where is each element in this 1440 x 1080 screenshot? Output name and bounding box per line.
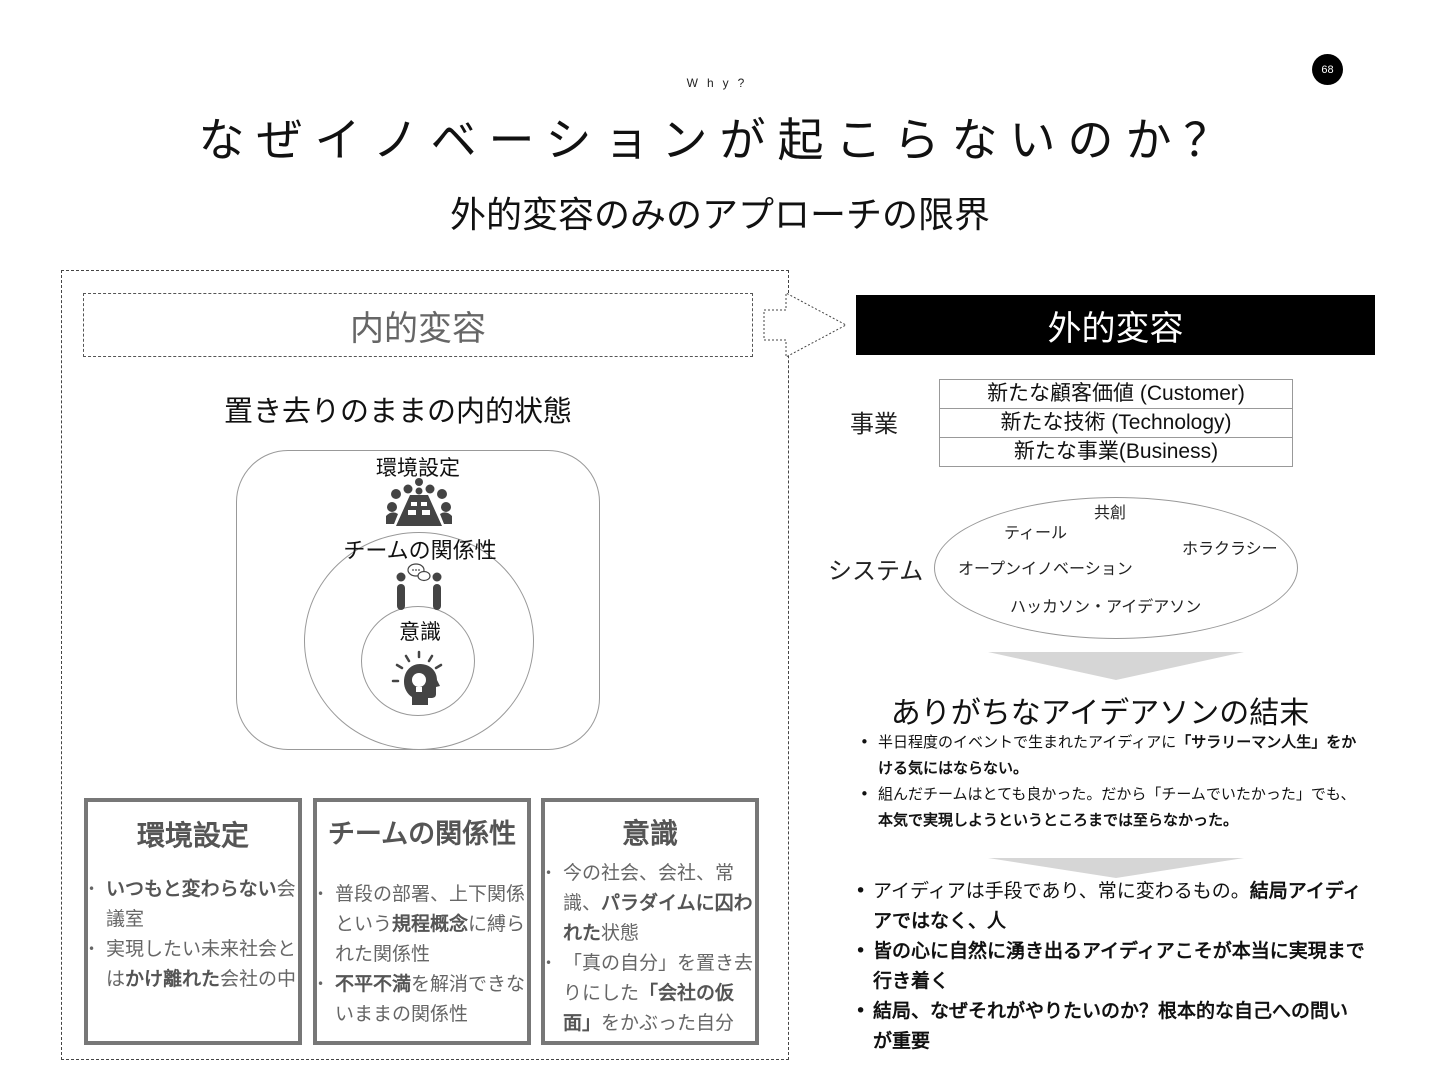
- down-arrow-icon: [988, 858, 1244, 878]
- eyebrow-label: Why?: [686, 76, 754, 90]
- page-subtitle: 外的変容のみのアプローチの限界: [449, 195, 990, 236]
- list-item: 不平不満を解消できないままの関係性: [317, 969, 527, 1029]
- list-item: 半日程度のイベントで生まれたアイディアに「サラリーマン人生」をかける気にはならな…: [860, 729, 1360, 781]
- team-boundary: [304, 532, 534, 750]
- system-item-teal: ティール: [1004, 523, 1068, 542]
- business-row-business: 新たな事業(Business): [1013, 440, 1219, 463]
- body-text: アイディアは手段であり、常に変わるもの。: [873, 880, 1250, 902]
- card-team: チームの関係性 普段の部署、上下関係という規程概念に縛られた関係性不平不満を解消…: [313, 798, 531, 1045]
- business-table: 新たな顧客価値 (Customer) 新たな技術 (Technology) 新た…: [939, 379, 1293, 467]
- body-text: 今の社会、会社、常識、: [563, 862, 735, 914]
- down-arrow-icon: [988, 652, 1244, 680]
- list-item: 皆の心に自然に湧き出るアイディアこそが本当に実現まで行き着く: [855, 936, 1365, 996]
- body-text: 「真の自分」を置き去りにした: [563, 952, 754, 1004]
- card-list: いつもと変わらない会議室実現したい未来社会とはかけ離れた会社の中: [88, 874, 298, 994]
- emphasis-text: 結局、なぜそれがやりたいのか？根本的な自己への問いが重要: [873, 1000, 1349, 1052]
- emphasis-text: かけ離れた: [125, 968, 221, 990]
- emphasis-text: 「サラリーマン人生」をかける気にはならない。: [878, 733, 1357, 777]
- business-label: 事業: [850, 410, 898, 438]
- emphasis-text: パラダイムに囚われた: [563, 892, 753, 944]
- inner-transformation-header: 内的変容: [83, 293, 753, 357]
- list-item: 「真の自分」を置き去りにした「会社の仮面」をかぶった自分: [545, 948, 755, 1038]
- conclusion-list: アイディアは手段であり、常に変わるもの。結局アイディアではなく、人皆の心に自然に…: [855, 876, 1365, 1056]
- mind-label: 意識: [399, 620, 441, 644]
- emphasis-text: 「会社の仮面」: [563, 982, 735, 1034]
- system-item-holacracy: ホラクラシー: [1182, 539, 1278, 558]
- outer-transformation-header: 外的変容: [856, 295, 1375, 355]
- body-text: 実現したい未来社会とは: [106, 938, 297, 990]
- inner-transformation-frame: [61, 270, 789, 1060]
- emphasis-text: いつもと変わらない: [106, 878, 277, 900]
- result-list: 半日程度のイベントで生まれたアイディアに「サラリーマン人生」をかける気にはならな…: [860, 729, 1360, 833]
- emphasis-text: 不平不満: [335, 973, 412, 995]
- card-environment: 環境設定 いつもと変わらない会議室実現したい未来社会とはかけ離れた会社の中: [84, 798, 302, 1045]
- system-label: システム: [828, 557, 924, 585]
- inner-state-caption: 置き去りのままの内的状態: [223, 394, 572, 428]
- body-text: をかぶった自分: [601, 1012, 735, 1034]
- body-text: を解消できないままの関係性: [335, 973, 526, 1025]
- list-item: 結局、なぜそれがやりたいのか？根本的な自己への問いが重要: [855, 996, 1365, 1056]
- emphasis-text: 結局アイディアではなく、人: [873, 880, 1362, 932]
- conversation-icon: [396, 563, 442, 610]
- body-text: に縛られた関係性: [335, 913, 526, 965]
- system-ellipse: [934, 497, 1298, 639]
- list-item: 今の社会、会社、常識、パラダイムに囚われた状態: [545, 858, 755, 948]
- card-title: 環境設定: [136, 819, 249, 852]
- list-item: 組んだチームはとても良かった。だから「チームでいたかった」でも、本気で実現しよう…: [860, 781, 1360, 833]
- body-text: 半日程度のイベントで生まれたアイディアに: [878, 733, 1177, 751]
- team-label: チームの関係性: [343, 539, 497, 564]
- card-list: 普段の部署、上下関係という規程概念に縛られた関係性不平不満を解消できないままの関…: [317, 879, 527, 1029]
- list-item: アイディアは手段であり、常に変わるもの。結局アイディアではなく、人: [855, 876, 1365, 936]
- emphasis-text: 本気で実現しようというところまでは至らなかった。: [878, 811, 1239, 829]
- business-row-customer: 新たな顧客価値 (Customer): [940, 380, 1292, 409]
- meeting-table-icon: [386, 478, 452, 526]
- card-list: 今の社会、会社、常識、パラダイムに囚われた状態「真の自分」を置き去りにした「会社…: [545, 858, 755, 1038]
- card-title: 意識: [621, 817, 678, 850]
- body-text: 状態: [601, 922, 640, 944]
- list-item: いつもと変わらない会議室: [88, 874, 298, 934]
- system-item-open-innovation: オープンイノベーション: [958, 559, 1133, 578]
- result-title: ありがちなアイデアソンの結末: [890, 696, 1310, 731]
- body-text: 組んだチームはとても良かった。だから「チームでいたかった」でも、: [878, 785, 1356, 803]
- environment-label: 環境設定: [376, 456, 460, 480]
- mind-boundary: [361, 606, 475, 716]
- emphasis-text: 皆の心に自然に湧き出るアイディアこそが本当に実現まで行き着く: [873, 940, 1365, 992]
- card-title: チームの関係性: [327, 819, 517, 850]
- page-number-badge: 68: [1312, 54, 1343, 85]
- card-mind: 意識 今の社会、会社、常識、パラダイムに囚われた状態「真の自分」を置き去りにした…: [541, 798, 759, 1045]
- emphasis-text: 規程概念: [392, 913, 469, 935]
- page-title: なぜイノベーションが起こらないのか？: [198, 113, 1242, 167]
- body-text: 会議室: [106, 878, 296, 930]
- body-text: 会社の中: [220, 968, 297, 990]
- business-row-technology: 新たな技術 (Technology): [940, 409, 1292, 438]
- body-text: 普段の部署、上下関係という: [335, 883, 526, 935]
- system-item-cocreation: 共創: [1094, 503, 1127, 522]
- system-item-hackathon: ハッカソン・アイデアソン: [1010, 597, 1202, 616]
- list-item: 普段の部署、上下関係という規程概念に縛られた関係性: [317, 879, 527, 969]
- idea-head-icon: [391, 650, 443, 705]
- right-arrow-icon: [763, 292, 848, 358]
- list-item: 実現したい未来社会とはかけ離れた会社の中: [88, 934, 298, 994]
